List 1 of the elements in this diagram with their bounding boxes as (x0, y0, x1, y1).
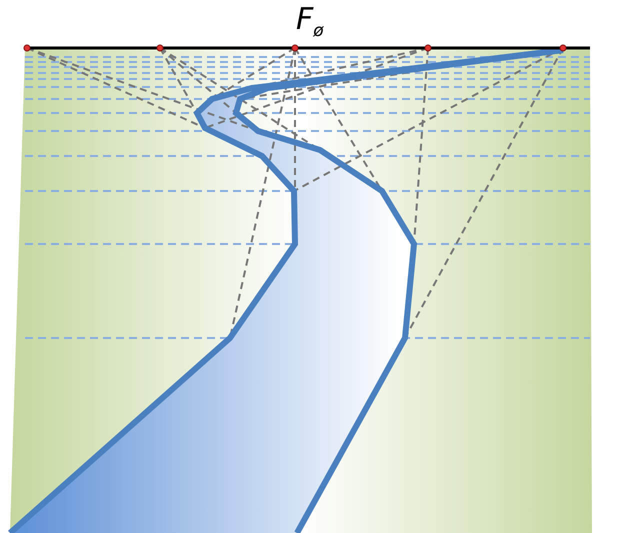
figure-label: F$_{ø}$ (296, 2, 324, 43)
